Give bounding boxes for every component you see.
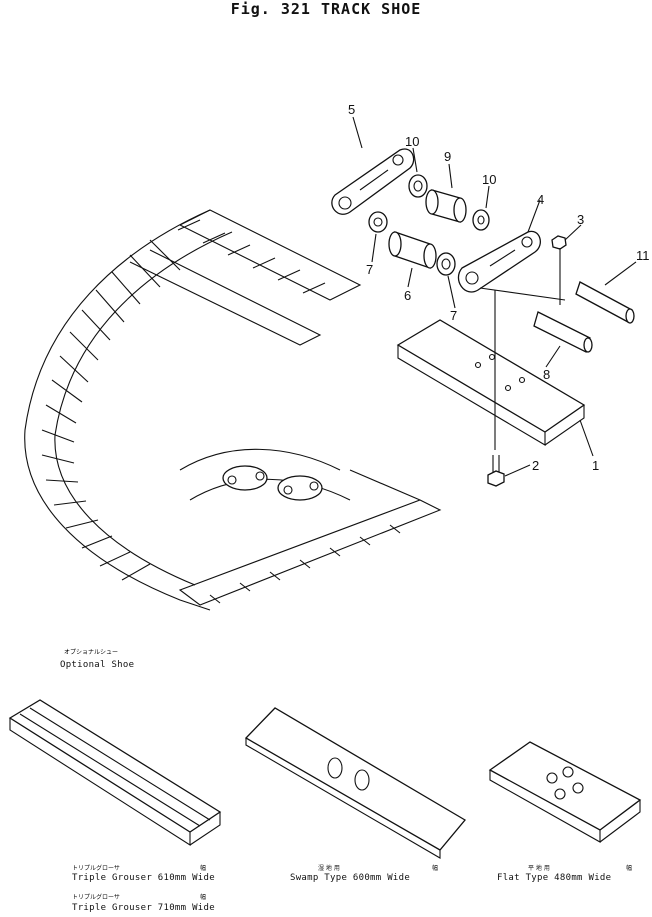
swamp-caption-jp: 湿 地 用	[318, 864, 340, 872]
callout-11: 11	[636, 248, 650, 263]
triple710-caption: Triple Grouser 710mm Wide	[72, 903, 215, 913]
flat-width-jp: 幅	[626, 864, 632, 872]
callout-6: 6	[404, 288, 411, 303]
triple610-caption: Triple Grouser 610mm Wide	[72, 873, 215, 883]
optional-triple-grouser-shoe	[8, 699, 222, 847]
part-3-nut	[551, 235, 567, 250]
optional-flat-shoe	[488, 741, 642, 843]
part-4-link	[457, 230, 541, 293]
callout-leaders	[352, 116, 637, 477]
callout-1: 1	[592, 458, 599, 473]
triple710-caption-jp: トリプルグローサ	[72, 893, 120, 901]
callout-10-lower: 10	[482, 172, 496, 187]
callout-4: 4	[537, 192, 544, 207]
triple610-width-jp: 幅	[200, 864, 206, 872]
callout-9: 9	[444, 149, 451, 164]
callout-10-upper: 10	[405, 134, 419, 149]
part-7-seal-left	[368, 211, 388, 233]
part-9-bushing	[425, 189, 467, 223]
triple710-width-jp: 幅	[200, 893, 206, 901]
part-6-pin	[388, 231, 437, 269]
callout-3: 3	[577, 212, 584, 227]
callout-7-left: 7	[366, 262, 373, 277]
swamp-caption: Swamp Type 600mm Wide	[290, 873, 410, 883]
triple610-caption-jp: トリプルグローサ	[72, 864, 120, 872]
part-8-pin	[533, 311, 593, 353]
part-10-seal-upper	[408, 174, 428, 198]
callout-5: 5	[348, 102, 355, 117]
swamp-width-jp: 幅	[432, 864, 438, 872]
part-5-link	[331, 148, 415, 215]
track-assembly	[24, 209, 442, 611]
flat-caption-jp: 平 地 用	[528, 864, 550, 872]
callout-8: 8	[543, 367, 550, 382]
optional-swamp-shoe	[244, 707, 466, 859]
page-title: Fig. 321 TRACK SHOE	[230, 0, 422, 18]
guide-lines	[479, 248, 566, 450]
optional-label-en: Optional Shoe	[60, 660, 134, 670]
part-2-bolt	[487, 455, 505, 487]
part-11-pin	[575, 281, 635, 324]
callout-7-right: 7	[450, 308, 457, 323]
optional-label-jp: オプショナルシュー	[64, 649, 118, 656]
callout-2: 2	[532, 458, 539, 473]
part-7-seal-right	[436, 252, 456, 276]
part-10-seal-lower	[472, 209, 490, 231]
part-1-shoe	[396, 319, 586, 446]
flat-caption: Flat Type 480mm Wide	[497, 873, 611, 883]
